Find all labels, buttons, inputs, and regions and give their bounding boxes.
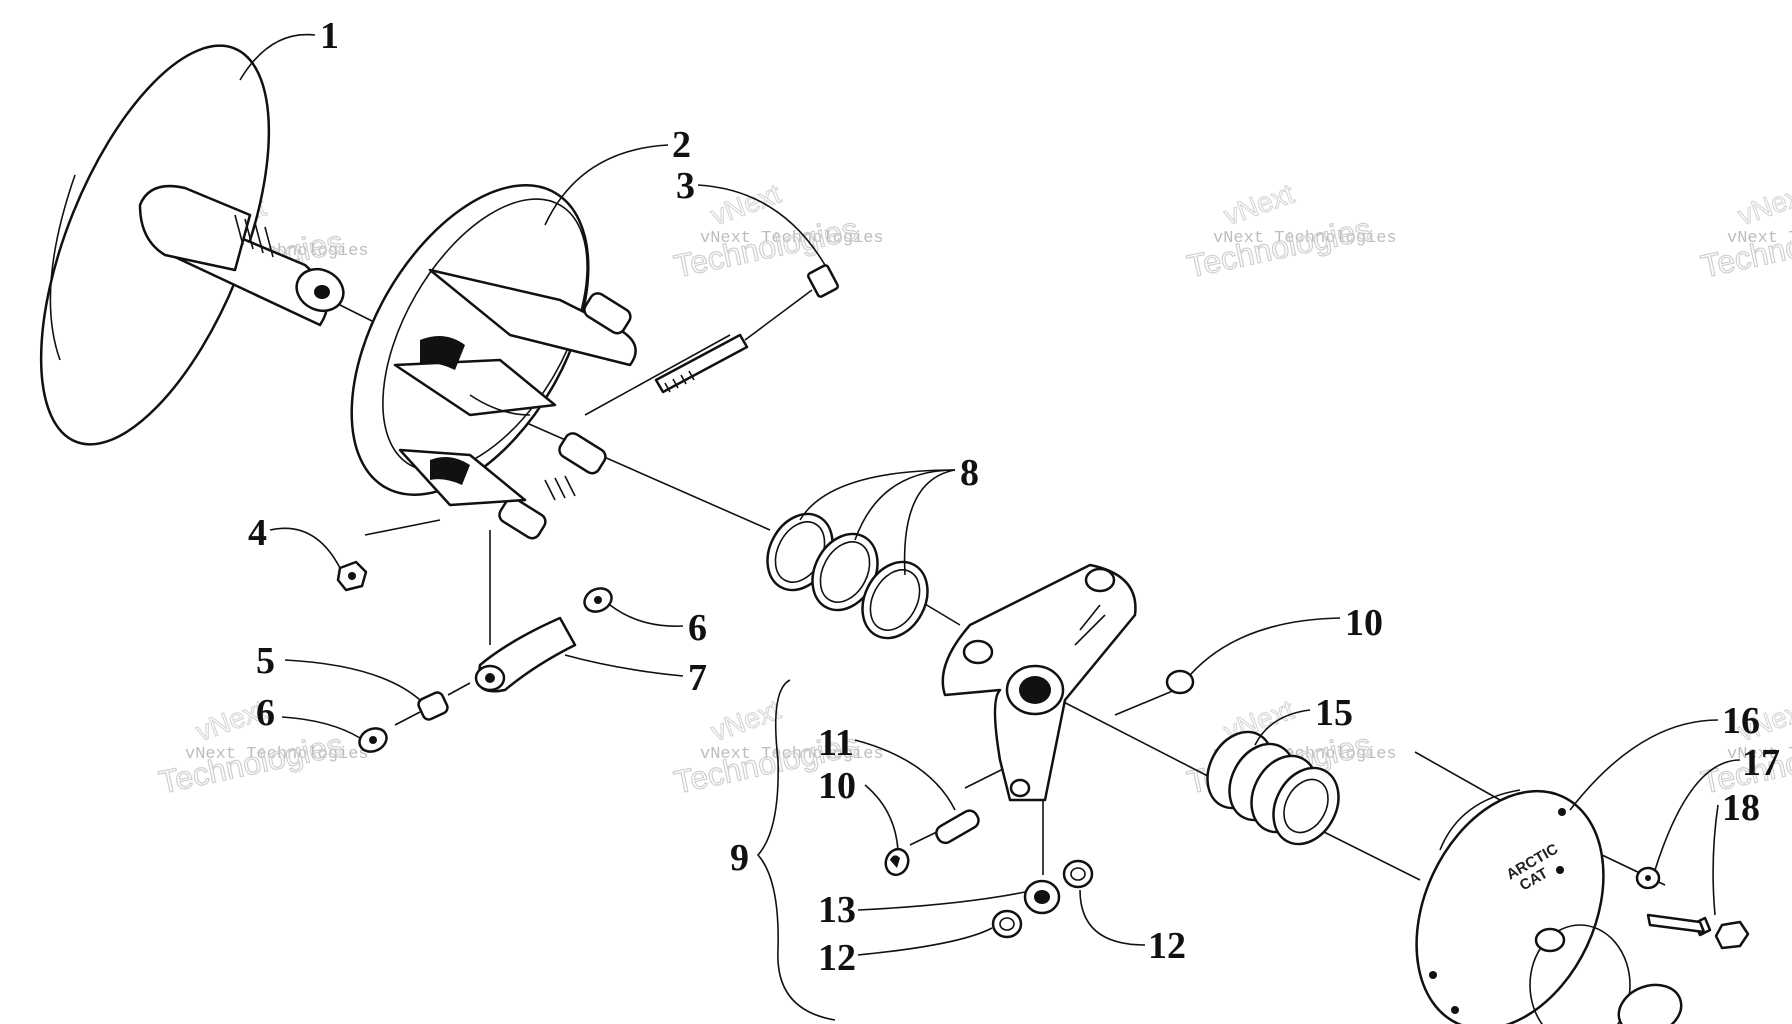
callout-9: 9 [730,837,749,879]
svg-text:vNext Technologies: vNext Technologies [185,745,369,764]
part-10-bushing-upper [1165,669,1195,695]
part-18-screw [1646,913,1750,950]
callout-4: 4 [248,512,267,554]
callout-2: 2 [672,124,691,166]
svg-text:Technologies: Technologies [156,726,346,800]
part-6-washer-lower [358,727,388,753]
watermark-3: vNext vNext Technologies Technologies [1183,177,1397,285]
part-10-bushing-lower [884,847,910,877]
callout-13: 13 [818,889,856,931]
svg-text:vNext Technologies: vNext Technologies [1213,229,1397,248]
part-12-washer-right [1062,859,1094,889]
callout-10-lower: 10 [818,765,856,807]
callout-15: 15 [1315,692,1353,734]
part-5-roller [417,691,449,721]
callout-11: 11 [818,722,854,764]
part-16-cover: ARCTIC CAT [1415,789,1683,1024]
part-3-cap-screw [654,264,840,394]
svg-text:vNext Technologies: vNext Technologies [700,745,884,764]
svg-text:vNext Technologies: vNext Technologies [1727,745,1792,764]
callout-8: 8 [960,452,979,494]
part-2-movable-sheave [350,184,637,540]
svg-text:vNext Technologies: vNext Technologies [1727,229,1792,248]
callout-18: 18 [1722,787,1760,829]
callout-16: 16 [1722,700,1760,742]
part-11-pin [935,809,980,845]
part-9-spider [941,563,1137,802]
watermark-4: vNext vNext Technologies Technologies [1697,177,1792,285]
callout-6-upper: 6 [688,607,707,649]
part-17-washer [1635,866,1661,890]
callout-10-upper: 10 [1345,602,1383,644]
callout-5: 5 [256,640,275,682]
part-13-roller [1023,879,1061,915]
callout-3: 3 [676,165,695,207]
svg-text:vNext: vNext [707,178,785,232]
part-1-fixed-sheave [39,44,345,446]
part-12-washer-left [991,909,1023,939]
svg-text:vNext: vNext [1220,178,1298,232]
callout-6-lower: 6 [256,692,275,734]
callout-1: 1 [320,15,339,57]
callout-12-left: 12 [818,937,856,979]
svg-text:Technologies: Technologies [1184,210,1374,284]
svg-text:vNext: vNext [707,694,785,748]
svg-text:vNext Technologies: vNext Technologies [700,229,884,248]
part-8-shims [766,512,929,640]
callouts: 1 2 3 4 5 6 6 7 8 9 10 10 11 12 12 13 15… [248,15,1780,979]
leader-lines [239,33,1741,1021]
part-7-weight-arm [474,616,577,693]
part-4-nut [336,560,368,592]
callout-12-right: 12 [1148,925,1186,967]
part-6-washer-upper [583,587,613,613]
callout-7: 7 [688,657,707,699]
part-15-spring [1206,730,1340,846]
svg-text:vNext: vNext [1734,178,1792,232]
watermark-2: vNext vNext Technologies Technologies [670,177,884,285]
callout-17: 17 [1742,742,1780,784]
